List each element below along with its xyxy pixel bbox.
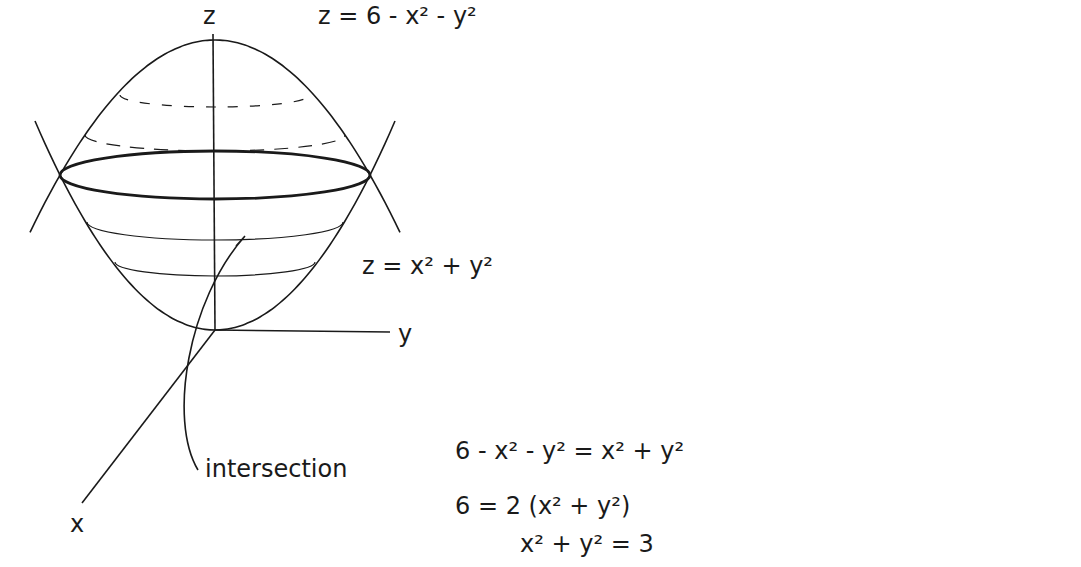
equation-step: x² + y² = 3 <box>520 530 654 558</box>
intersection-curve <box>60 151 370 199</box>
callout-label: intersection <box>205 455 347 483</box>
y-axis <box>215 330 390 332</box>
equation-step: 6 = 2 (x² + y²) <box>455 492 630 520</box>
equation-step: 6 - x² - y² = x² + y² <box>455 437 684 465</box>
axis-label: z <box>203 2 216 30</box>
surface-equation: z = 6 - x² - y² <box>318 2 477 30</box>
surface-equation: z = x² + y² <box>362 252 493 280</box>
level-curve <box>87 222 343 240</box>
level-curve <box>120 95 310 107</box>
x-axis <box>82 330 215 503</box>
leader-line <box>184 236 245 470</box>
axis-label: x <box>70 510 84 538</box>
dome-surface <box>30 40 400 232</box>
axis-label: y <box>398 320 412 348</box>
level-curve <box>115 262 315 276</box>
bowl-surface <box>35 121 395 330</box>
level-curve <box>85 135 345 151</box>
